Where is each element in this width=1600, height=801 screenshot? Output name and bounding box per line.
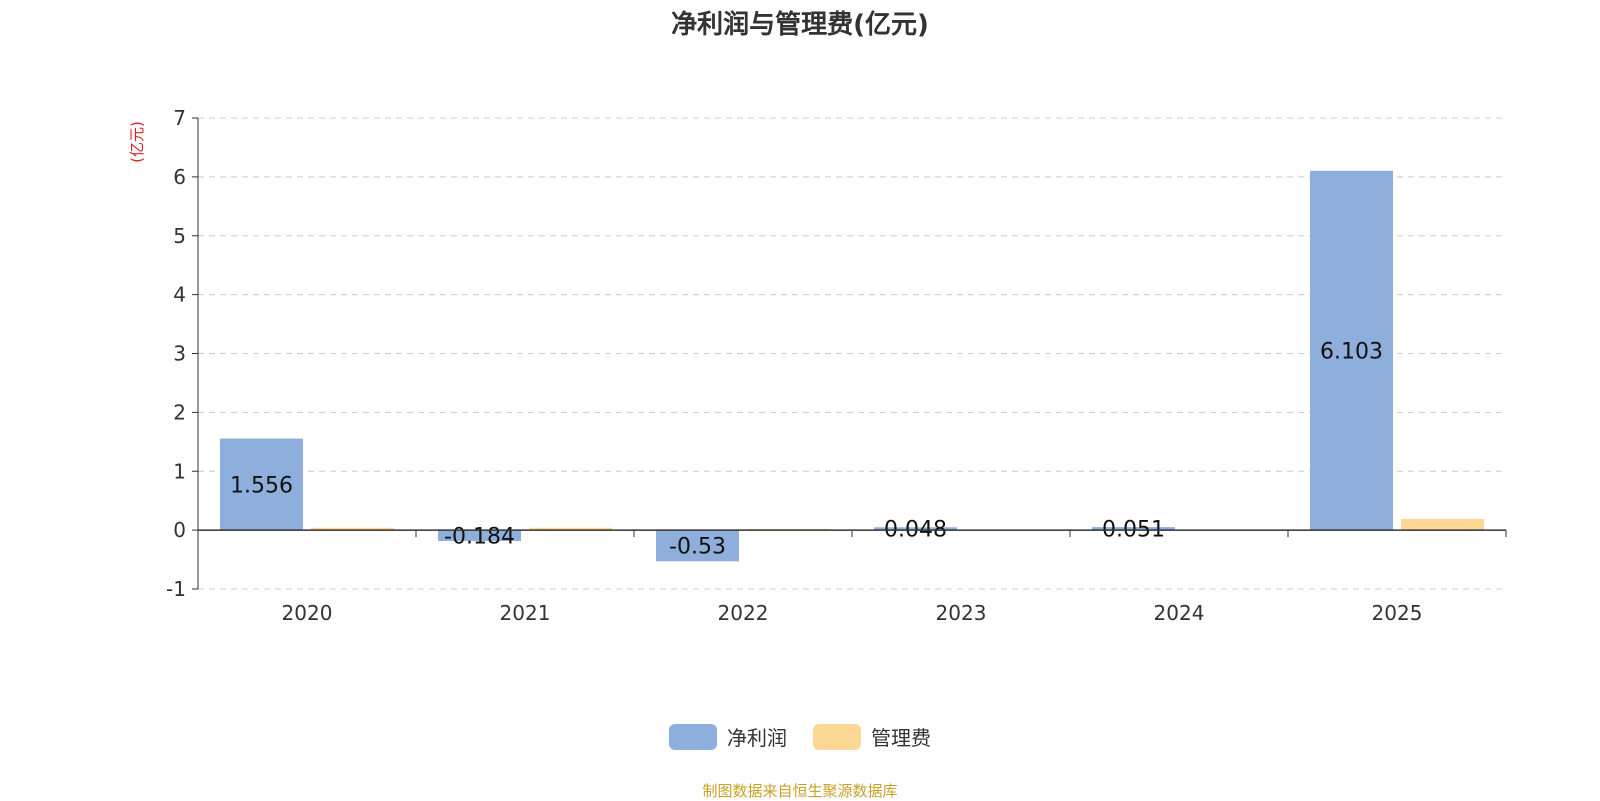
- legend-swatch-admin-expense: [813, 723, 861, 750]
- legend-item-admin-expense[interactable]: 管理费: [813, 722, 931, 751]
- legend-swatch-net-profit: [669, 723, 717, 750]
- x-tick-label: 2022: [718, 601, 769, 625]
- y-axis-label: (亿元): [128, 121, 146, 163]
- legend-label-admin-expense: 管理费: [871, 726, 931, 750]
- x-tick-label: 2025: [1372, 601, 1423, 625]
- y-tick-label: 4: [173, 283, 186, 307]
- bar-net-profit: [656, 530, 739, 562]
- bar-net-profit: [438, 530, 521, 541]
- x-tick-label: 2024: [1154, 601, 1205, 625]
- y-tick-label: 3: [173, 342, 186, 366]
- y-tick-label: 0: [173, 518, 186, 542]
- data-label: 1.556: [230, 473, 293, 498]
- data-label: -0.53: [669, 535, 726, 560]
- bar-admin-expense: [1401, 518, 1484, 531]
- bar-admin-expense: [311, 527, 394, 531]
- x-tick-label: 2020: [282, 601, 333, 625]
- legend: 净利润 管理费: [0, 722, 1600, 751]
- x-tick-label: 2021: [500, 601, 551, 625]
- y-tick-label: 6: [173, 165, 186, 189]
- y-tick-label: 2: [173, 400, 186, 424]
- y-tick-label: 7: [173, 106, 186, 130]
- data-label: 6.103: [1320, 339, 1383, 364]
- bar-net-profit: [220, 438, 303, 531]
- y-tick-label: 5: [173, 224, 186, 248]
- chart-title: 净利润与管理费(亿元): [671, 10, 929, 40]
- bar-admin-expense: [529, 527, 612, 531]
- legend-label-net-profit: 净利润: [727, 726, 787, 750]
- bar-net-profit: [1310, 170, 1393, 531]
- data-label: -0.184: [444, 525, 515, 550]
- bar-net-profit: [1092, 527, 1175, 531]
- legend-item-net-profit[interactable]: 净利润: [669, 722, 787, 751]
- bar-net-profit: [874, 527, 957, 531]
- y-tick-label: 1: [173, 459, 186, 483]
- y-tick-label: -1: [166, 577, 186, 601]
- x-tick-label: 2023: [936, 601, 987, 625]
- data-source-note: 制图数据来自恒生聚源数据库: [702, 782, 898, 800]
